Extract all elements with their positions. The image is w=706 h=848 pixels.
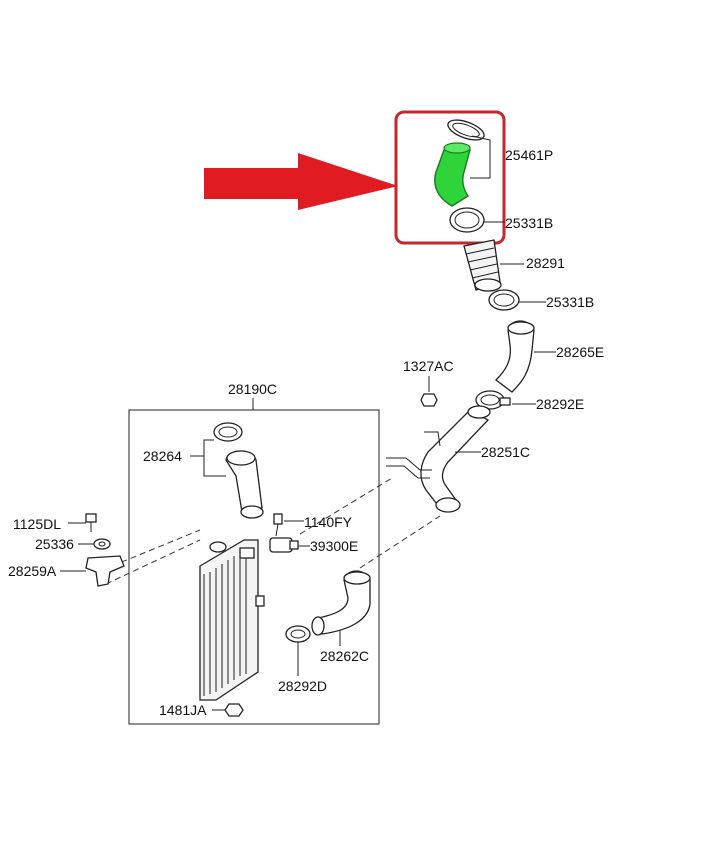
nut-1481JA: [224, 703, 244, 717]
clamp-28292D: [285, 625, 311, 643]
label-28259A: 28259A: [8, 563, 57, 579]
bracket-28259A: [85, 555, 125, 587]
bolt-1140FY: [273, 513, 283, 537]
label-28262C: 28262C: [320, 648, 369, 664]
label-28264: 28264: [143, 448, 182, 464]
dash-line-b: [299, 477, 393, 535]
corrugated-pipe-28291: [463, 239, 502, 292]
intercooler-core: [199, 539, 265, 701]
dash-line-d: [111, 529, 201, 567]
hose-28264: [225, 450, 264, 519]
green-hose-25461P[interactable]: [434, 142, 471, 207]
label-25331B-top: 25331B: [505, 215, 553, 231]
label-1327AC: 1327AC: [403, 358, 454, 374]
washer-25336: [93, 538, 111, 550]
label-28190C: 28190C: [228, 381, 277, 397]
label-28292D: 28292D: [278, 678, 327, 694]
bolt-1125DL: [85, 513, 97, 532]
clamp-25331B-mid: [488, 289, 520, 311]
assembly-box-28190C: [128, 409, 380, 725]
label-39300E: 39300E: [310, 538, 358, 554]
label-25461P: 25461P: [505, 147, 553, 163]
label-28292E: 28292E: [536, 396, 584, 412]
leader-25461P: [470, 135, 491, 179]
leader-28264: [203, 439, 226, 477]
pipe-28251C: [386, 405, 491, 513]
dash-line-c: [105, 539, 201, 585]
clamp-top: [447, 119, 485, 141]
pointer-arrow: [204, 153, 398, 210]
hose-28262C: [311, 570, 371, 636]
highlight-box: [394, 110, 506, 245]
clamp-28264: [213, 422, 243, 442]
dash-line-a: [359, 515, 441, 569]
nut-1327AC: [420, 393, 438, 407]
label-1125DL: 1125DL: [13, 516, 61, 532]
label-28291: 28291: [526, 255, 565, 271]
label-1481JA: 1481JA: [159, 702, 207, 718]
clamp-25331B-top: [449, 207, 485, 233]
label-25336: 25336: [35, 536, 74, 552]
label-25331B-mid: 25331B: [546, 294, 594, 310]
label-28251C: 28251C: [481, 444, 530, 460]
clamp-28292E: [475, 390, 511, 410]
hose-28265E: [495, 320, 535, 393]
sensor-39300E: [269, 537, 299, 553]
label-1140FY: 1140FY: [304, 514, 353, 530]
label-28265E: 28265E: [556, 344, 604, 360]
